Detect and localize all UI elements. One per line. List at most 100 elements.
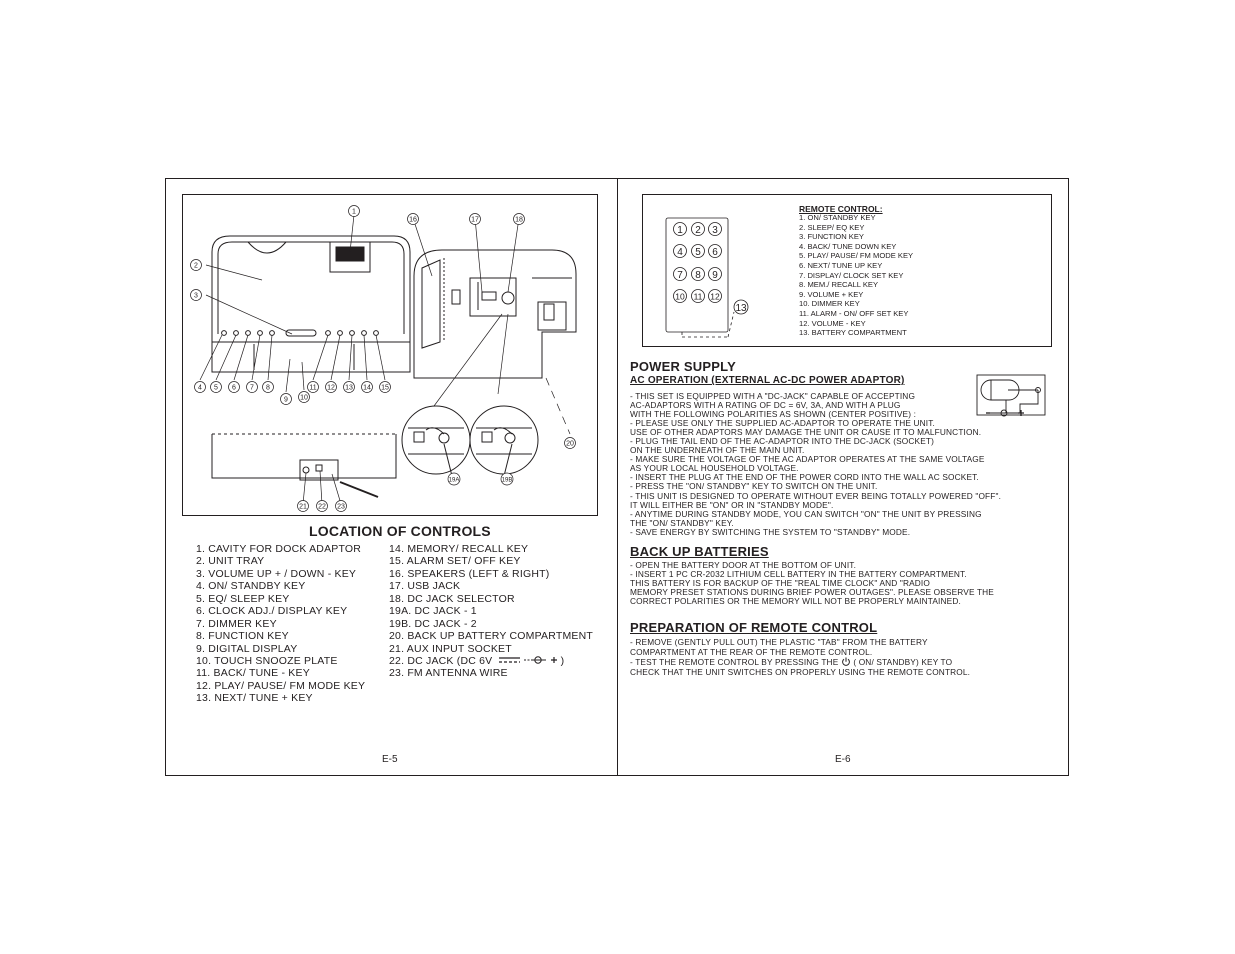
control-item: 12. PLAY/ PAUSE/ FM MODE KEY bbox=[196, 679, 366, 692]
remote-control-title: REMOTE CONTROL: bbox=[799, 204, 883, 214]
callout-11: 11 bbox=[309, 385, 316, 392]
control-item: 5. EQ/ SLEEP KEY bbox=[196, 592, 290, 605]
callout-17: 17 bbox=[471, 217, 479, 224]
power-line: - THIS SET IS EQUIPPED WITH A "DC-JACK" … bbox=[630, 391, 916, 401]
controls-list-col1: 1. CAVITY FOR DOCK ADAPTOR 2. UNIT TRAY … bbox=[196, 543, 365, 705]
callout-2: 2 bbox=[194, 263, 198, 270]
callout-13: 13 bbox=[345, 385, 353, 392]
prep-line-part-a: - TEST THE REMOTE CONTROL BY PRESSING TH… bbox=[630, 657, 839, 667]
jack-detail-19b bbox=[469, 405, 539, 477]
remote-item: 4. BACK/ TUNE DOWN KEY bbox=[799, 241, 897, 251]
control-item: 7. DIMMER KEY bbox=[196, 617, 277, 630]
callout-19a: 19A bbox=[449, 478, 460, 484]
remote-item: 2. SLEEP/ EQ KEY bbox=[799, 222, 865, 232]
callout-4: 4 bbox=[198, 385, 202, 392]
control-item: 2. UNIT TRAY bbox=[196, 555, 265, 568]
remote-control-drawing: 1 2 3 4 5 6 7 8 9 10 11 12 13 bbox=[665, 217, 749, 338]
remote-item: 1. ON/ STANDBY KEY bbox=[799, 213, 876, 222]
device-diagram: 1 2 3 4 5 6 7 8 9 10 11 12 13 14 15 16 1… bbox=[190, 205, 577, 512]
side-view-drawing bbox=[413, 249, 577, 379]
power-line: AC-ADAPTORS WITH A RATING OF DC = 6V, 3A… bbox=[630, 400, 901, 411]
power-line: - THIS UNIT IS DESIGNED TO OPERATE WITHO… bbox=[630, 490, 1002, 501]
top-view-drawing bbox=[211, 433, 397, 498]
remote-item: 7. DISPLAY/ CLOCK SET KEY bbox=[799, 270, 904, 280]
control-item: 18. DC JACK SELECTOR bbox=[389, 592, 515, 605]
control-item: 10. TOUCH SNOOZE PLATE bbox=[196, 654, 338, 667]
control-item: 19A. DC JACK - 1 bbox=[389, 605, 477, 618]
dc-plug-polarity-icon bbox=[976, 374, 1046, 417]
callout-8: 8 bbox=[266, 385, 270, 392]
remote-button-11: 11 bbox=[694, 292, 703, 302]
controls-list-col2: 14. MEMORY/ RECALL KEY 15. ALARM SET/ OF… bbox=[389, 543, 593, 680]
power-line: - PLUG THE TAIL END OF THE AC-ADAPTOR IN… bbox=[630, 436, 935, 447]
backup-batteries-heading: BACK UP BATTERIES bbox=[630, 544, 769, 559]
remote-control-box bbox=[642, 194, 1052, 347]
remote-item: 11. ALARM - ON/ OFF SET KEY bbox=[799, 308, 909, 318]
remote-button-7: 7 bbox=[677, 270, 683, 281]
front-view-drawing bbox=[211, 235, 411, 373]
prep-line: COMPARTMENT AT THE REAR OF THE REMOTE CO… bbox=[630, 647, 873, 657]
remote-item: 6. NEXT/ TUNE UP KEY bbox=[799, 260, 883, 270]
power-line: - SAVE ENERGY BY SWITCHING THE SYSTEM TO… bbox=[630, 526, 911, 537]
control-item: 15. ALARM SET/ OFF KEY bbox=[389, 555, 521, 568]
callout-22: 22 bbox=[318, 504, 326, 511]
remote-button-4: 4 bbox=[677, 247, 683, 258]
callout-5: 5 bbox=[214, 385, 218, 392]
callout-21: 21 bbox=[299, 504, 307, 511]
battery-line: MEMORY PRESET STATIONS DURING BRIEF POWE… bbox=[630, 587, 994, 598]
control-item: 8. FUNCTION KEY bbox=[196, 630, 289, 643]
remote-button-10: 10 bbox=[675, 292, 685, 302]
power-supply-heading: POWER SUPPLY bbox=[630, 359, 736, 374]
callout-19b: 19B bbox=[502, 478, 513, 484]
control-item: 13. NEXT/ TUNE + KEY bbox=[196, 692, 313, 705]
callout-10: 10 bbox=[300, 395, 308, 402]
remote-item: 3. FUNCTION KEY bbox=[799, 232, 864, 242]
control-item: 3. VOLUME UP + / DOWN - KEY bbox=[196, 567, 357, 580]
callout-circles bbox=[190, 205, 576, 512]
callout-23: 23 bbox=[337, 504, 345, 511]
control-item: 14. MEMORY/ RECALL KEY bbox=[389, 543, 529, 555]
power-line: WITH THE FOLLOWING POLARITIES AS SHOWN (… bbox=[630, 409, 917, 420]
callout-1: 1 bbox=[352, 209, 356, 216]
remote-item: 5. PLAY/ PAUSE/ FM MODE KEY bbox=[799, 251, 914, 261]
center-positive-polarity-icon bbox=[498, 656, 557, 664]
power-line: - MAKE SURE THE VOLTAGE OF THE AC ADAPTO… bbox=[630, 454, 985, 465]
remote-item: 8. MEM./ RECALL KEY bbox=[799, 280, 879, 290]
page-divider bbox=[617, 178, 618, 776]
remote-item: 9. VOLUME + KEY bbox=[799, 289, 864, 299]
remote-item: 10. DIMMER KEY bbox=[799, 299, 860, 309]
remote-item: 12. VOLUME - KEY bbox=[799, 318, 866, 328]
control-item: 1. CAVITY FOR DOCK ADAPTOR bbox=[196, 543, 362, 555]
power-line: - PRESS THE "ON/ STANDBY" KEY TO SWITCH … bbox=[630, 481, 878, 492]
callout-18: 18 bbox=[515, 217, 523, 224]
remote-button-12: 12 bbox=[710, 292, 720, 302]
power-line: USE OF OTHER ADAPTORS MAY DAMAGE THE UNI… bbox=[630, 427, 982, 438]
battery-line: THIS BATTERY IS FOR BACKUP OF THE "REAL … bbox=[630, 578, 930, 589]
battery-line: - OPEN THE BATTERY DOOR AT THE BOTTOM OF… bbox=[630, 560, 857, 570]
power-line: - ANYTIME DURING STANDBY MODE, YOU CAN S… bbox=[630, 508, 982, 519]
page-number-left: E-5 bbox=[382, 754, 398, 765]
callout-6: 6 bbox=[232, 385, 236, 392]
power-line: THE "ON/ STANDBY" KEY. bbox=[630, 517, 734, 528]
remote-button-13: 13 bbox=[735, 303, 747, 314]
prep-line: CHECK THAT THE UNIT SWITCHES ON PROPERLY… bbox=[630, 667, 971, 677]
remote-item: 13. BATTERY COMPARTMENT bbox=[799, 328, 907, 338]
page-number-right: E-6 bbox=[835, 754, 851, 765]
remote-button-5: 5 bbox=[695, 247, 701, 258]
power-line: ON THE UNDERNEATH OF THE MAIN UNIT. bbox=[630, 445, 805, 456]
backup-batteries-text: - OPEN THE BATTERY DOOR AT THE BOTTOM OF… bbox=[630, 560, 994, 607]
power-supply-text: - THIS SET IS EQUIPPED WITH A "DC-JACK" … bbox=[630, 391, 1002, 537]
control-item: 20. BACK UP BATTERY COMPARTMENT bbox=[389, 630, 593, 643]
battery-line: - INSERT 1 PC CR-2032 LITHIUM CELL BATTE… bbox=[630, 569, 967, 580]
power-line: - PLEASE USE ONLY THE SUPPLIED AC-ADAPTO… bbox=[630, 418, 935, 429]
remote-button-3: 3 bbox=[712, 225, 718, 236]
callout-16: 16 bbox=[409, 217, 417, 224]
battery-line: CORRECT POLARITIES OR THE MEMORY WILL NO… bbox=[630, 596, 961, 607]
device-diagram-box bbox=[182, 194, 598, 516]
callout-15: 15 bbox=[381, 385, 389, 392]
prep-line: - REMOVE (GENTLY PULL OUT) THE PLASTIC "… bbox=[630, 637, 928, 647]
remote-prep-text: - REMOVE (GENTLY PULL OUT) THE PLASTIC "… bbox=[630, 637, 970, 677]
callout-12: 12 bbox=[327, 385, 335, 392]
ac-operation-subheading: AC OPERATION (EXTERNAL AC-DC POWER ADAPT… bbox=[630, 375, 905, 386]
callout-9: 9 bbox=[284, 397, 288, 404]
